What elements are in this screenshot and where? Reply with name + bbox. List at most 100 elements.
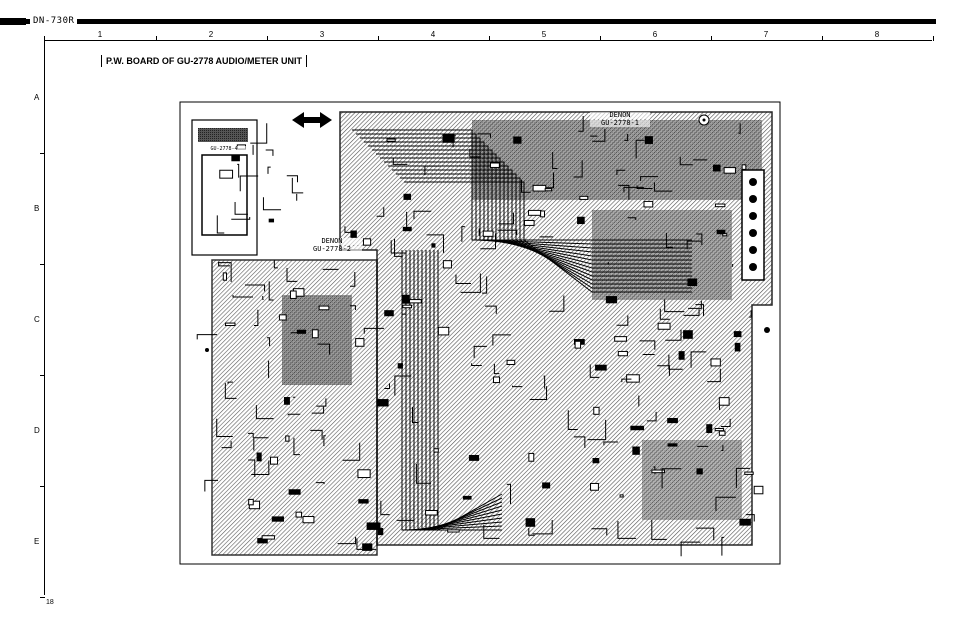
pcb-component	[744, 471, 754, 475]
column-tick	[711, 36, 712, 41]
pcb-trace	[603, 441, 619, 446]
pcb-component	[579, 195, 589, 200]
column-tick	[156, 36, 157, 41]
pcb-trace	[690, 351, 707, 368]
header-bar	[0, 19, 936, 24]
pcb-trace	[405, 250, 503, 531]
pcb-component	[442, 260, 452, 269]
pcb-trace	[485, 305, 497, 314]
board-label-main-brand: DENON	[590, 112, 650, 119]
pcb-trace	[627, 217, 637, 221]
pcb-trace	[452, 135, 456, 148]
pcb-component	[403, 193, 412, 200]
pcb-trace	[616, 169, 626, 176]
pcb-component	[350, 230, 357, 238]
pcb-trace	[380, 157, 692, 269]
pcb-trace	[394, 238, 403, 257]
pcb-component	[295, 511, 303, 518]
board-label-small-id: GU-2778-4	[202, 146, 246, 153]
column-ruler	[44, 40, 932, 41]
pcb-trace	[552, 152, 558, 169]
pcb-trace	[221, 441, 232, 449]
pcb-trace	[286, 267, 298, 282]
pcb-component	[397, 363, 403, 369]
connector-pin	[749, 195, 757, 203]
pcb-component	[506, 359, 516, 366]
pcb-trace	[287, 413, 301, 416]
pcb-trace	[589, 364, 600, 378]
pcb-component	[723, 167, 736, 174]
pcb-trace	[720, 418, 731, 428]
pcb-trace	[591, 528, 608, 536]
column-number: 5	[541, 30, 547, 39]
pcb-trace	[356, 133, 692, 245]
pcb-trace	[621, 378, 632, 383]
pcb-trace	[745, 514, 755, 522]
pcb-trace	[592, 129, 606, 142]
pcb-trace	[237, 163, 240, 178]
pcb-trace	[425, 250, 503, 531]
pcb-component	[716, 229, 726, 235]
pcb-trace	[506, 483, 512, 505]
pcb-component	[644, 136, 653, 144]
pcb-trace	[749, 310, 752, 318]
pcb-component	[696, 468, 703, 475]
pcb-trace	[483, 524, 500, 539]
pcb-component	[270, 456, 279, 465]
connector-pin	[749, 229, 757, 237]
pcb-component	[402, 304, 413, 309]
pcb-component	[741, 164, 747, 170]
pcb-trace	[497, 229, 518, 236]
pcb-trace	[315, 482, 325, 485]
pcb-trace	[573, 160, 583, 178]
pcb-component	[489, 162, 500, 168]
pcb-component	[544, 188, 553, 192]
pcb-trace	[639, 340, 656, 350]
pcb-component	[362, 543, 373, 551]
pcb-trace	[316, 398, 327, 407]
connector-pin	[749, 263, 757, 271]
pcb-trace	[493, 363, 500, 375]
pcb-trace	[267, 166, 271, 174]
column-number: 6	[652, 30, 658, 39]
pcb-component	[525, 518, 536, 527]
pcb-trace	[216, 215, 225, 234]
pcb-trace	[349, 305, 356, 310]
pcb-trace	[323, 435, 326, 447]
pcb-trace	[688, 300, 702, 309]
page-title: P.W. BOARD OF GU-2778 AUDIO/METER UNIT	[101, 55, 308, 67]
pcb-trace	[665, 329, 682, 341]
pcb-component	[614, 336, 627, 342]
pcb-component	[492, 376, 501, 384]
pcb-trace	[344, 226, 351, 233]
pcb-component	[542, 482, 551, 489]
pcb-drawing	[179, 101, 781, 565]
row-tick	[40, 264, 45, 265]
pcb-trace	[696, 233, 703, 246]
pcb-trace	[227, 381, 233, 384]
pcb-trace	[396, 173, 692, 285]
pcb-trace	[409, 250, 503, 531]
pcb-trace	[216, 418, 233, 437]
column-number: 8	[874, 30, 880, 39]
pcb-component	[248, 498, 254, 506]
pcb-trace	[512, 385, 523, 388]
row-ruler	[44, 40, 45, 595]
pcb-trace	[380, 500, 390, 516]
row-letter: A	[34, 93, 40, 102]
pcb-trace	[695, 304, 705, 317]
pcb-trace	[401, 313, 407, 327]
pcb-component	[626, 374, 640, 383]
pcb-component	[714, 203, 726, 208]
row-tick	[40, 486, 45, 487]
column-tick	[44, 36, 45, 41]
pcb-component	[523, 219, 535, 226]
pcb-component	[590, 482, 599, 491]
pcb-trace	[342, 442, 361, 461]
pcb-component	[713, 164, 721, 172]
page-number: 18	[46, 599, 54, 606]
pcb-component	[734, 342, 741, 352]
pcb-trace	[695, 527, 715, 541]
pcb-component	[318, 305, 330, 311]
pcb-component	[687, 278, 698, 287]
